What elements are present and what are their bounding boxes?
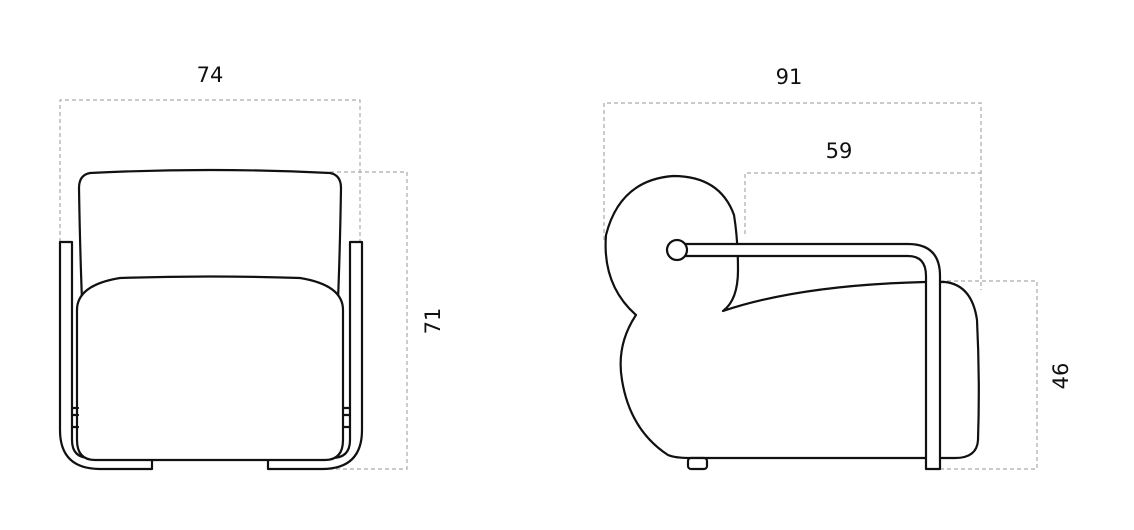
side-view: 91 59 46 [603, 65, 1073, 471]
front-view: 74 71 [58, 63, 445, 471]
seat-depth-label: 59 [826, 139, 853, 163]
back-cushion [77, 168, 343, 302]
chair-body [604, 174, 980, 460]
height-label: 71 [421, 308, 445, 335]
width-dimension-box [59, 99, 361, 242]
depth-label: 91 [776, 65, 803, 89]
seat-height-dimension-box [940, 280, 1038, 470]
depth-dimension-box [603, 102, 982, 290]
rear-foot [686, 456, 709, 471]
arm-tube [682, 242, 942, 471]
width-label: 74 [197, 63, 224, 87]
frame [58, 240, 154, 471]
seat-height-label: 46 [1049, 363, 1073, 390]
arm-joint [665, 238, 689, 262]
height-dimension-box [330, 171, 408, 470]
seat-cushion [75, 275, 345, 462]
seat-depth-dimension-box [744, 172, 981, 234]
